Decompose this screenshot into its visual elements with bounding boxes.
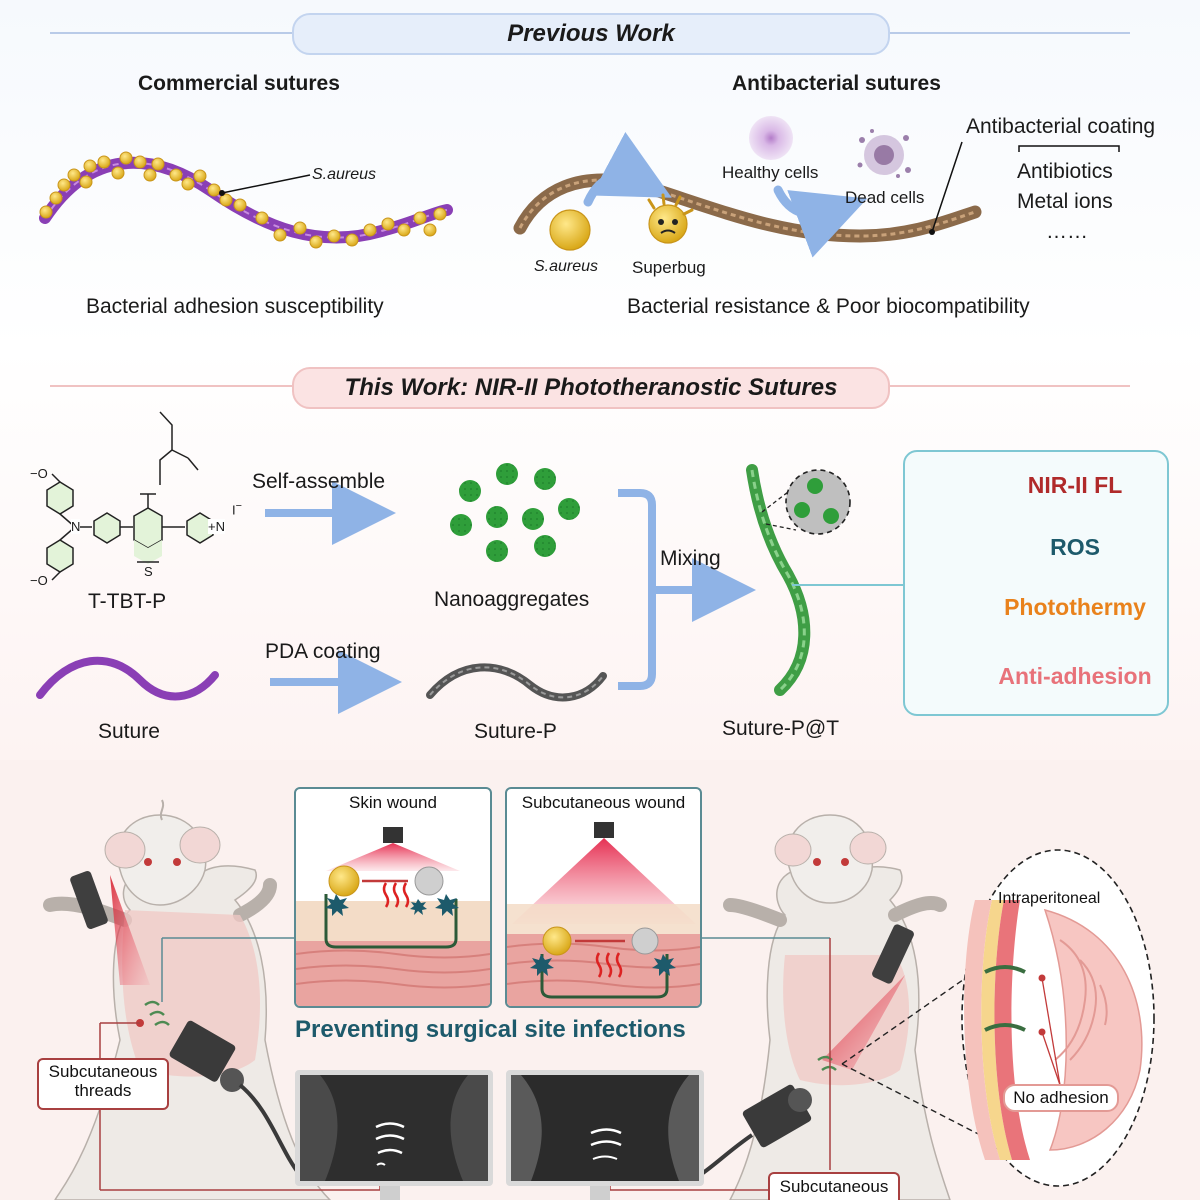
commercial-sutures-heading: Commercial sutures [138, 72, 340, 95]
suture-pt-label: Suture-P@T [722, 717, 840, 740]
s-aureus-label-antibacterial: S.aureus [534, 258, 599, 275]
dead-cells-label: Dead cells [845, 188, 925, 207]
suture-label: Suture [98, 720, 160, 743]
subcutaneous-wound-title: Subcutaneous wound [521, 793, 686, 812]
atom-n-amine: N [71, 519, 81, 534]
superbug-label: Superbug [632, 258, 706, 277]
self-assemble-label: Self-assemble [252, 470, 386, 493]
skin-wound-illustration [296, 827, 490, 1006]
tagline: Preventing surgical site infections [295, 1016, 686, 1043]
dead-cell-icon [857, 129, 911, 178]
commercial-caption: Bacterial adhesion susceptibility [86, 295, 384, 318]
right-mouse [609, 814, 991, 1200]
antibacterial-sutures-heading: Antibacterial sutures [732, 72, 941, 95]
healthy-cell-icon [749, 116, 793, 160]
suture-p-label: Suture-P [474, 720, 557, 743]
molecule-name: T-TBT-P [88, 590, 167, 613]
suture-pt [746, 464, 903, 696]
superbug-icon [647, 193, 694, 244]
atom-iodide: I− [232, 500, 242, 518]
s-aureus-label-commercial: S.aureus [312, 166, 377, 183]
pda-coating-label: PDA coating [265, 640, 381, 663]
mixing-bracket [618, 489, 656, 690]
nir-image-left [300, 1075, 488, 1181]
plain-suture [36, 656, 219, 701]
feature-panel: NIR-II FL ROS Photothermy Anti-adhesion [903, 450, 1169, 716]
nir-image-right [511, 1075, 699, 1181]
monitor-right [506, 1070, 704, 1186]
previous-work-title: Previous Work [292, 13, 890, 55]
right-callout: Subcutaneous [768, 1172, 900, 1200]
this-work-title: This Work: NIR-II Phototheranostic Sutur… [292, 367, 890, 409]
s-aureus-icon [549, 209, 591, 251]
coating-item-metal-ions: Metal ions [1017, 190, 1113, 213]
commercial-suture [39, 151, 453, 249]
subcutaneous-wound-panel: Subcutaneous wound [505, 787, 702, 1008]
subcutaneous-wound-illustration [507, 822, 700, 1006]
antibacterial-coating-heading: Antibacterial coating [966, 115, 1156, 138]
coating-item-ellipsis: …… [1046, 220, 1088, 243]
atom-n-pyridinium: +N [208, 519, 225, 534]
atom-o-bottom: −O [30, 573, 48, 588]
feature-ros: ROS [1050, 534, 1100, 560]
suture-p [426, 663, 607, 702]
healthy-cells-label: Healthy cells [722, 163, 819, 182]
antibacterial-caption: Bacterial resistance & Poor biocompatibi… [627, 295, 1030, 318]
feature-photothermy: Photothermy [1004, 594, 1146, 620]
atom-sulfur: S [144, 564, 153, 579]
coating-item-antibiotics: Antibiotics [1017, 160, 1113, 183]
feature-anti-adhesion: Anti-adhesion [998, 663, 1152, 689]
skin-wound-title: Skin wound [349, 793, 437, 812]
atom-o-top: −O [30, 466, 48, 481]
feature-nir-ii-fl: NIR-II FL [1027, 472, 1123, 498]
antibacterial-suture [513, 132, 982, 258]
no-adhesion-label: No adhesion [1003, 1084, 1119, 1112]
nanoaggregates-label: Nanoaggregates [434, 588, 590, 611]
monitor-left [295, 1070, 493, 1186]
bacteria-cluster [39, 151, 447, 249]
mixing-label: Mixing [660, 547, 721, 570]
left-callout: Subcutaneous threads [37, 1058, 169, 1110]
skin-wound-panel: Skin wound [294, 787, 492, 1008]
intraperitoneal-label: Intraperitoneal [998, 890, 1101, 907]
left-mouse [43, 799, 381, 1200]
nanoaggregates-icon [450, 463, 580, 562]
t-tbt-p-molecule [46, 411, 214, 581]
